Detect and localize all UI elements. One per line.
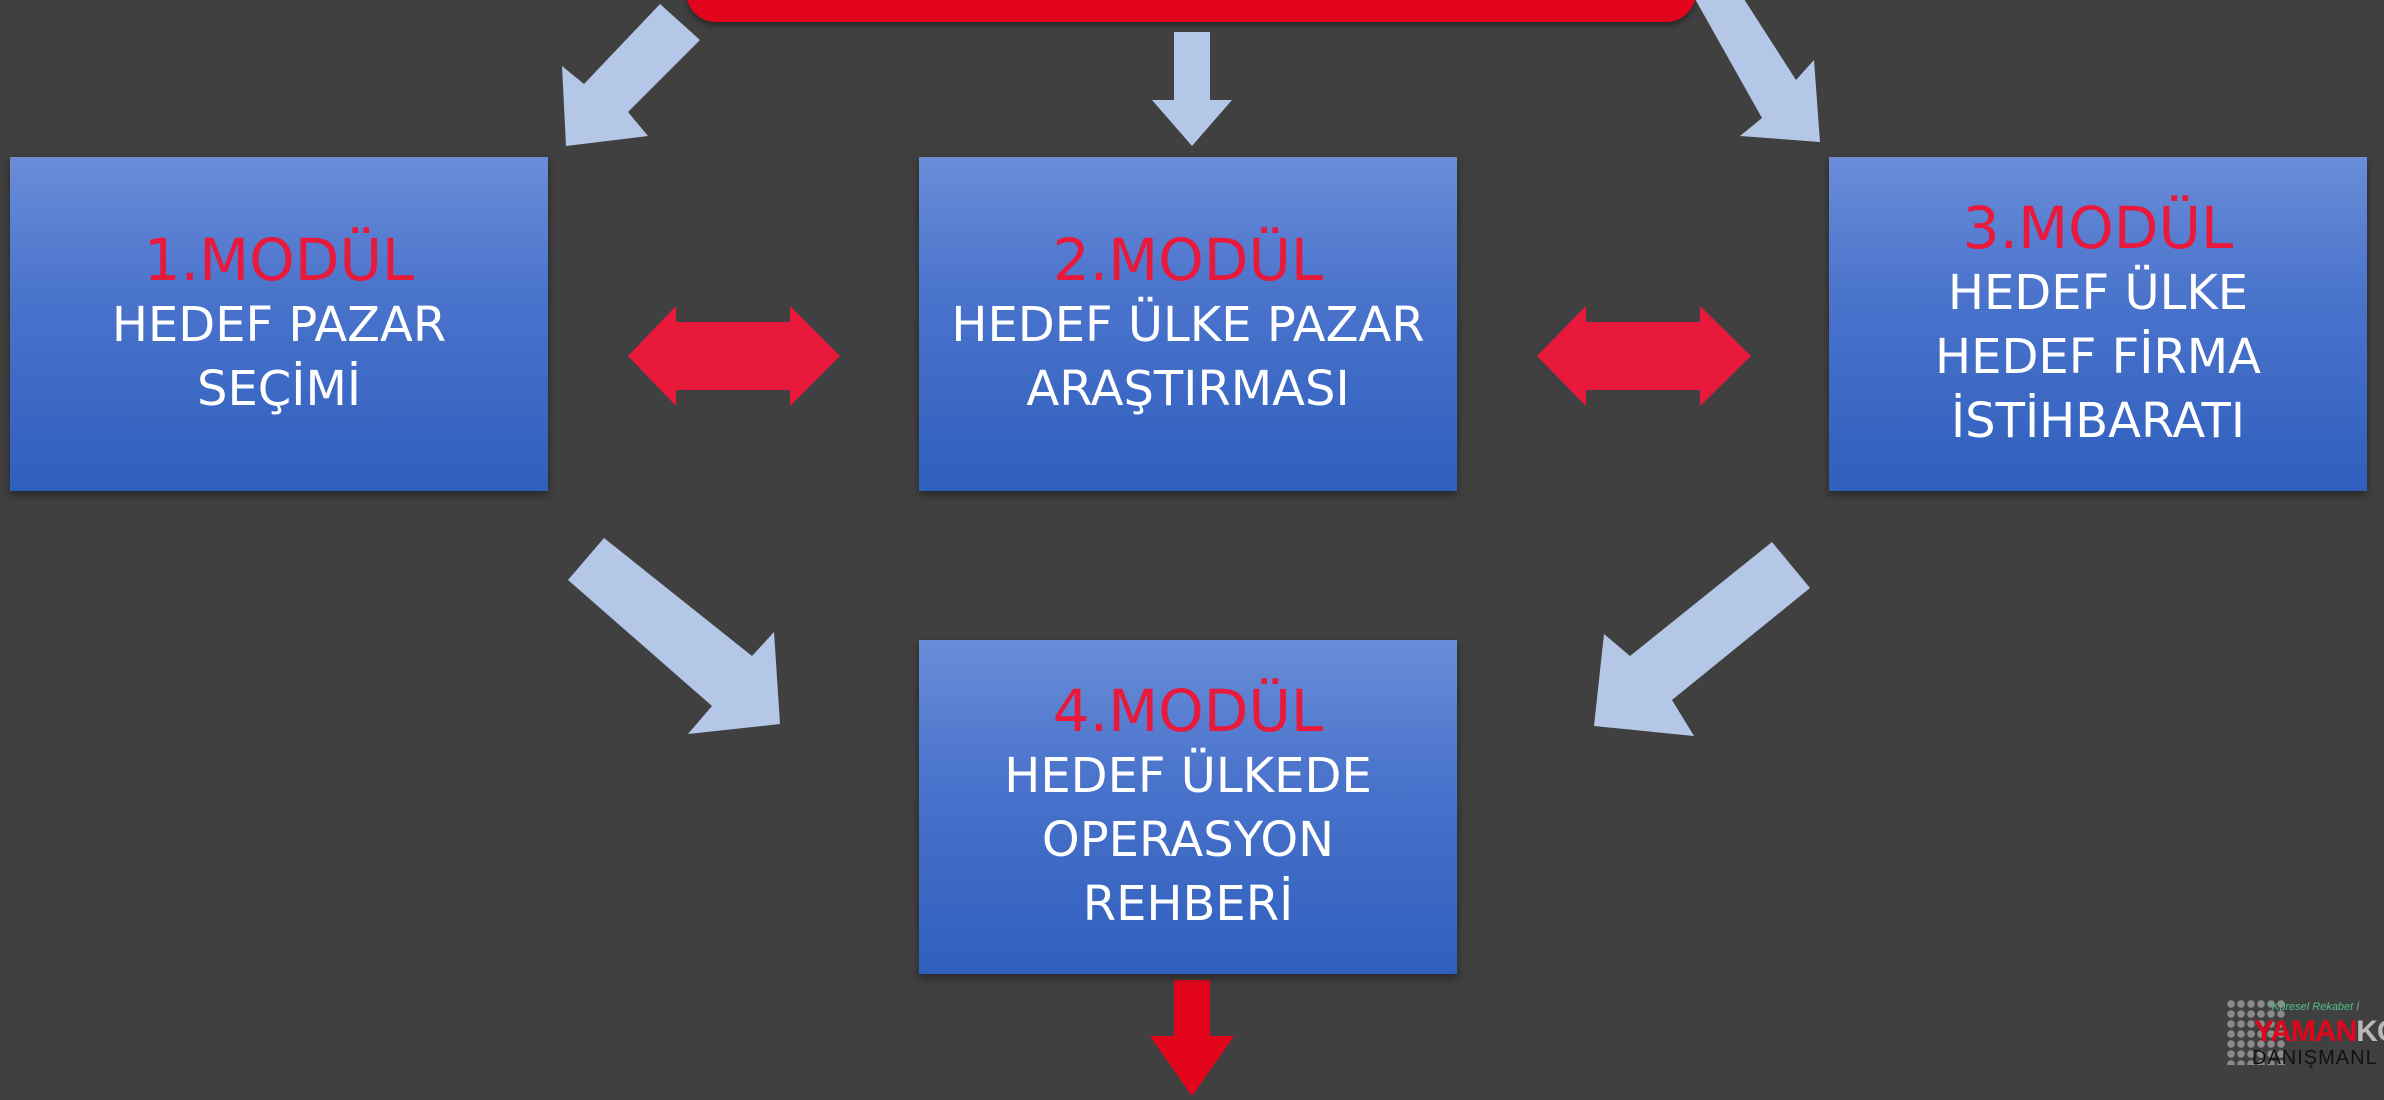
logo-brand-part1: YAMAN (2254, 1015, 2357, 1048)
module-1-title: 1.MODÜL (143, 226, 415, 294)
logo-brand-part2: KO (2356, 1015, 2384, 1048)
double-arrow-1-2-icon (628, 306, 840, 406)
arrow-bottom-left-icon (568, 538, 780, 734)
top-banner (686, 0, 1696, 22)
arrow-top-center-icon (1152, 32, 1232, 146)
arrow-top-left-icon (562, 4, 700, 146)
logo-dots-icon (2226, 999, 2286, 1065)
module-2-title: 2.MODÜL (1052, 226, 1324, 294)
module-2-desc: HEDEF ÜLKE PAZAR ARAŞTIRMASI (951, 297, 1425, 417)
module-1-box: 1.MODÜL HEDEF PAZAR SEÇİMİ (10, 157, 548, 491)
arrow-top-right-icon (1695, 0, 1820, 142)
logo-subtitle: DANIŞMANL (2252, 1047, 2378, 1069)
module-4-desc: HEDEF ÜLKEDE OPERASYON REHBERİ (1004, 748, 1372, 932)
arrow-bottom-down-icon (1150, 980, 1234, 1096)
module-4-title: 4.MODÜL (1052, 677, 1324, 745)
module-3-desc: HEDEF ÜLKE HEDEF FİRMA İSTİHBARATI (1935, 265, 2261, 449)
module-2-box: 2.MODÜL HEDEF ÜLKE PAZAR ARAŞTIRMASI (919, 157, 1457, 491)
module-1-desc: HEDEF PAZAR SEÇİMİ (111, 297, 447, 417)
logo-brand: YAMANKO (2254, 1015, 2384, 1049)
module-3-title: 3.MODÜL (1962, 194, 2234, 262)
double-arrow-2-3-icon (1537, 306, 1751, 406)
module-4-box: 4.MODÜL HEDEF ÜLKEDE OPERASYON REHBERİ (919, 640, 1457, 974)
arrow-bottom-right-icon (1594, 542, 1810, 736)
module-3-box: 3.MODÜL HEDEF ÜLKE HEDEF FİRMA İSTİHBARA… (1829, 157, 2367, 491)
logo-tagline: "Küresel Rekabet İ (2268, 1001, 2360, 1013)
company-logo: "Küresel Rekabet İ YAMANKO DANIŞMANL (2222, 995, 2384, 1075)
